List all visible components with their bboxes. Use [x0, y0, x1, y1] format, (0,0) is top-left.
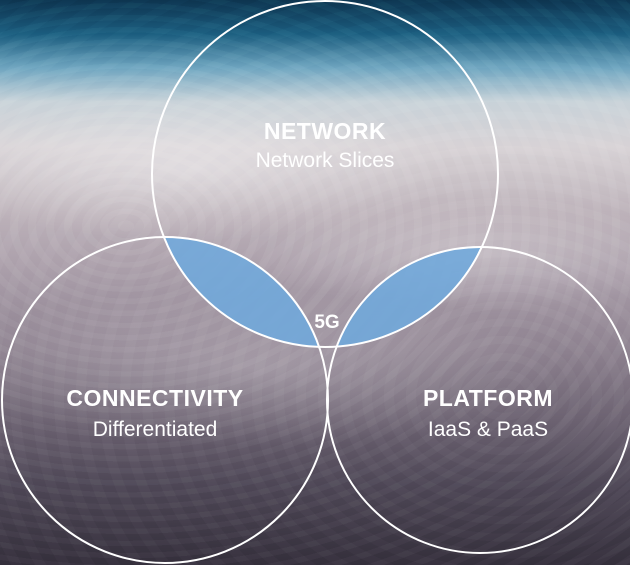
platform-subtitle: IaaS & PaaS — [427, 418, 549, 441]
network-circle — [151, 0, 499, 348]
network-title: NETWORK — [263, 118, 387, 144]
center-label: 5G — [314, 312, 339, 333]
platform-circle — [326, 246, 630, 554]
network-label-group: NETWORK Network Slices — [215, 118, 435, 173]
overlap-network-platform — [327, 247, 498, 347]
platform-label-group: PLATFORM IaaS & PaaS — [378, 385, 598, 442]
platform-title: PLATFORM — [422, 385, 554, 411]
connectivity-label-group: CONNECTIVITY Differentiated — [45, 385, 265, 442]
connectivity-subtitle: Differentiated — [92, 418, 218, 441]
overlap-network-connectivity — [152, 237, 328, 347]
connectivity-title: CONNECTIVITY — [66, 385, 244, 411]
network-subtitle: Network Slices — [255, 149, 395, 172]
